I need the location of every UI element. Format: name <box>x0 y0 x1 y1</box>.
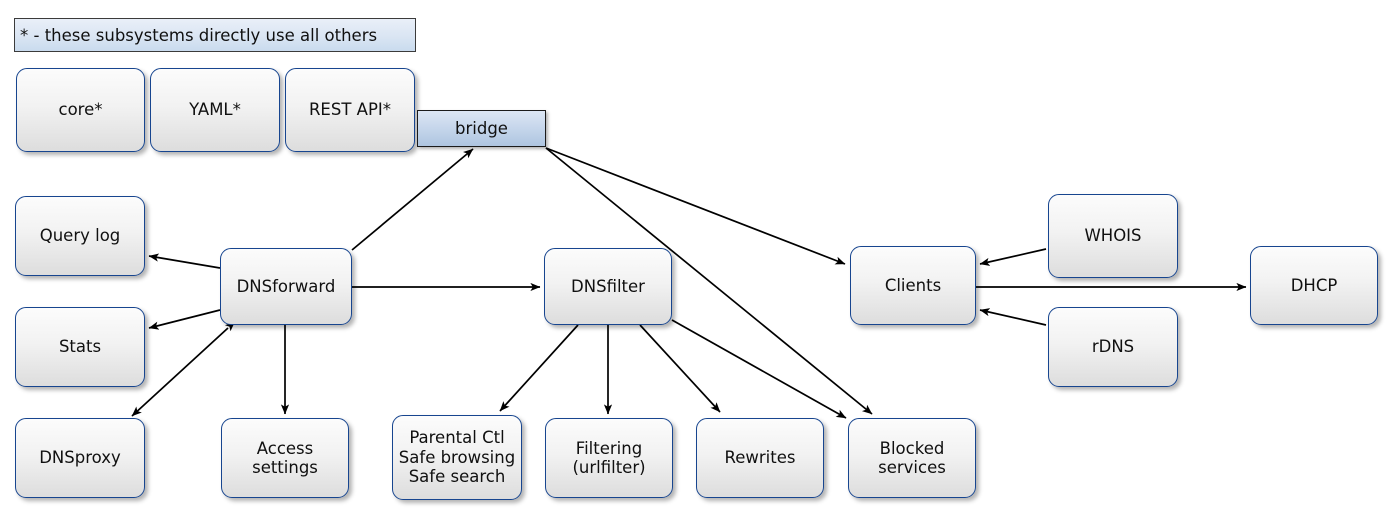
node-label-yaml: YAML* <box>189 100 241 120</box>
edge-bridge-to-clients <box>545 147 846 265</box>
legend-note: * - these subsystems directly use all ot… <box>14 18 416 52</box>
node-label-dnsforward: DNSforward <box>236 276 336 296</box>
node-label-bridge: bridge <box>455 119 508 138</box>
edge-bridge-to-blocked <box>545 147 873 415</box>
node-access[interactable]: Access settings <box>221 418 349 498</box>
node-label-dhcp: DHCP <box>1290 275 1338 295</box>
node-yaml[interactable]: YAML* <box>150 68 280 152</box>
edge-dnsforward-to-dnsproxy <box>131 321 236 417</box>
node-dnsforward[interactable]: DNSforward <box>220 248 352 325</box>
node-blocked[interactable]: Blocked services <box>848 418 976 498</box>
edge-dnsfilter-to-rewrites <box>639 324 721 413</box>
node-dnsfilter[interactable]: DNSfilter <box>544 248 672 325</box>
node-label-stats: Stats <box>58 337 102 357</box>
node-label-access: Access settings <box>252 438 318 477</box>
edge-dnsforward-to-stats <box>148 309 221 330</box>
node-querylog[interactable]: Query log <box>15 196 145 276</box>
node-label-blocked: Blocked services <box>878 438 946 477</box>
node-label-restapi: REST API* <box>308 100 392 120</box>
node-label-core: core* <box>58 100 103 120</box>
edge-rdns-to-clients <box>979 308 1047 326</box>
node-dnsproxy[interactable]: DNSproxy <box>15 418 145 498</box>
node-filtering[interactable]: Filtering (urlfilter) <box>545 418 673 498</box>
edge-dnsfilter-to-blocked <box>671 319 847 419</box>
node-core[interactable]: core* <box>16 68 145 152</box>
node-bridge[interactable]: bridge <box>417 110 546 147</box>
node-dhcp[interactable]: DHCP <box>1250 246 1378 325</box>
node-label-rewrites: Rewrites <box>724 448 796 468</box>
node-label-clients: Clients <box>884 275 942 295</box>
node-label-dnsproxy: DNSproxy <box>39 448 121 468</box>
edge-dnsforward-to-querylog <box>148 253 221 269</box>
node-rewrites[interactable]: Rewrites <box>696 418 824 498</box>
node-whois[interactable]: WHOIS <box>1048 194 1178 278</box>
node-restapi[interactable]: REST API* <box>285 68 415 152</box>
node-label-filtering: Filtering (urlfilter) <box>572 438 646 477</box>
edge-dnsforward-to-bridge <box>351 148 474 251</box>
legend-text: * - these subsystems directly use all ot… <box>20 25 378 45</box>
node-clients[interactable]: Clients <box>850 246 976 325</box>
edge-dnsfilter-to-parental <box>499 324 579 412</box>
edge-whois-to-clients <box>979 248 1047 266</box>
node-parental[interactable]: Parental Ctl Safe browsing Safe search <box>392 415 522 500</box>
node-rdns[interactable]: rDNS <box>1048 307 1178 387</box>
node-label-querylog: Query log <box>39 226 121 246</box>
node-label-whois: WHOIS <box>1084 226 1142 246</box>
node-label-rdns: rDNS <box>1091 337 1135 357</box>
node-label-dnsfilter: DNSfilter <box>571 276 645 296</box>
node-stats[interactable]: Stats <box>15 307 145 387</box>
node-label-parental: Parental Ctl Safe browsing Safe search <box>398 428 516 487</box>
